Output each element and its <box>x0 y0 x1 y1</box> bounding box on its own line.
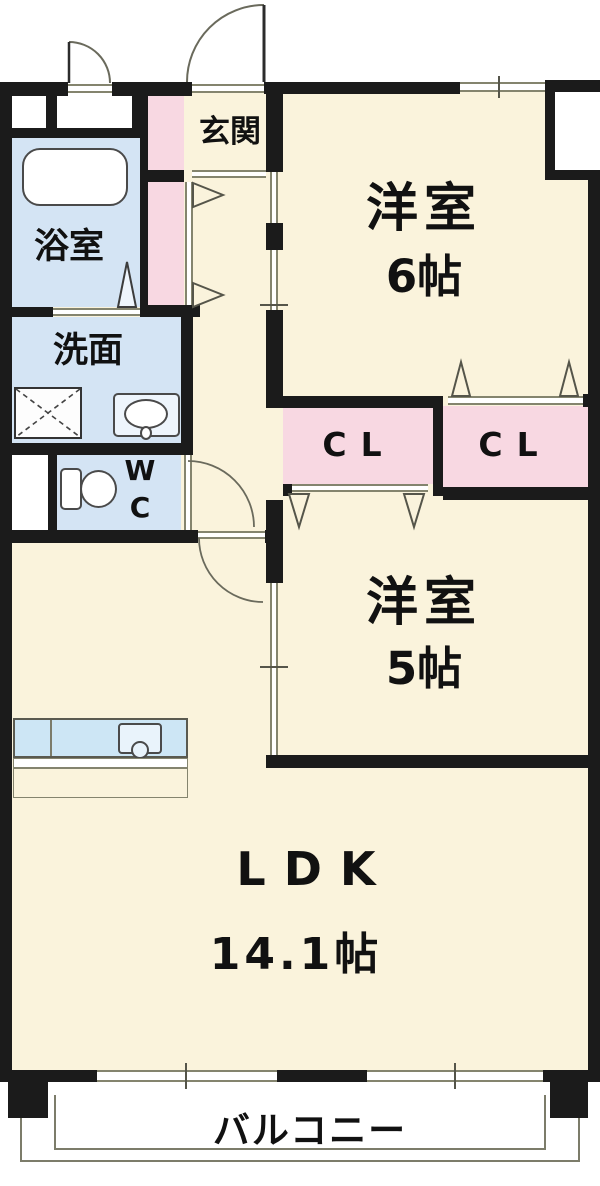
ldk-door-opening <box>198 531 265 539</box>
bedroom6-size: 6帖 <box>385 250 463 303</box>
ldk-window-left <box>97 1070 277 1082</box>
ldk-size: 14.1帖 <box>209 929 383 980</box>
bathroom-label: 浴室 <box>33 227 104 267</box>
genkan-step-line <box>192 170 266 178</box>
bedroom5-label: 洋室 <box>365 573 482 633</box>
closet-right-floor <box>443 406 588 487</box>
closet-left-top-wall <box>283 396 433 408</box>
bedroom6-door-upper <box>270 172 278 223</box>
outer-wall-bottom-a <box>0 1070 97 1082</box>
balcony-line-bottom-outer <box>20 1160 580 1162</box>
toilet-bowl-icon <box>80 470 117 508</box>
balcony-line-outer-left <box>20 1118 22 1162</box>
hall-wall-upper <box>266 82 283 172</box>
kitchen-counter-edge <box>13 758 188 768</box>
closet-left-floor <box>283 408 433 484</box>
hall-closet <box>148 182 184 305</box>
balcony-line-left <box>54 1095 56 1150</box>
meter-box-niche <box>555 92 600 170</box>
hall-closet-door-line <box>185 182 193 305</box>
outer-wall-bottom-c <box>543 1070 600 1082</box>
wc-door-opening <box>184 455 192 530</box>
storage-compartment <box>57 92 132 128</box>
entrance-threshold <box>192 84 264 93</box>
closet-left-door-line <box>292 484 428 492</box>
bedroom6-window-tick <box>498 76 500 98</box>
outer-wall-left <box>0 82 12 1082</box>
kitchen-cabinet-front <box>13 768 188 798</box>
wc-bottom-wall <box>0 530 198 543</box>
ldk-window-left-tick <box>185 1063 187 1089</box>
bathtub-icon <box>22 148 128 206</box>
washbasin-bowl-icon <box>124 399 168 429</box>
closet-right-bottom-wall <box>443 487 600 500</box>
hall-wall-mid <box>266 223 283 250</box>
ldk-label: LDK <box>236 842 394 896</box>
storage-door-threshold <box>68 84 112 93</box>
outer-wall-top-c <box>264 82 460 94</box>
bedroom6-door-tick <box>260 304 288 306</box>
wc-label-w: W <box>124 454 156 487</box>
closet-right-label: CL <box>478 425 552 464</box>
balcony-line-right <box>544 1095 546 1150</box>
outer-wall-bottom-b <box>277 1070 367 1082</box>
bedroom5-bottom-wall <box>283 755 588 768</box>
pipe-space-left <box>12 455 48 530</box>
wc-top-wall <box>12 443 181 455</box>
storage-door-arc <box>68 41 111 84</box>
bedroom5-sliding-door <box>270 583 278 755</box>
balcony-line-outer-right <box>578 1118 580 1162</box>
entrance-door-arc <box>186 4 265 83</box>
closet-right-top-nub <box>583 394 600 407</box>
closet-bottom-wall <box>140 305 200 317</box>
bedroom6-label: 洋室 <box>365 179 482 239</box>
balcony-label: バルコニー <box>212 1109 408 1152</box>
outer-wall-top-a <box>0 82 68 96</box>
bathroom-top-wall <box>12 128 148 138</box>
toilet-tank-icon <box>60 468 82 510</box>
closet-divider-wall <box>433 396 443 496</box>
kitchen-faucet-icon <box>131 741 149 759</box>
meter-box-left <box>12 92 46 128</box>
bedroom5-door-tick <box>260 666 288 668</box>
balcony-pillar-left <box>8 1082 48 1118</box>
closet-right-door-line <box>448 396 583 405</box>
closet-left-label: CL <box>322 425 396 464</box>
outer-wall-right <box>588 170 600 1082</box>
washroom-right-wall <box>181 317 193 455</box>
wc-label: W C <box>116 452 164 526</box>
bathroom-bottom-wall <box>12 307 53 317</box>
closet-left-bottom-nub <box>283 484 292 496</box>
bedroom6-window <box>460 82 545 92</box>
washroom-label: 洗面 <box>52 331 123 371</box>
kitchen-counter-divider <box>50 720 52 756</box>
compartment-divider <box>46 92 57 128</box>
shoe-cabinet-divider <box>148 170 184 182</box>
genkan-label: 玄関 <box>199 114 261 150</box>
wc-label-c: C <box>129 491 151 524</box>
bedroom5-door-nub <box>266 755 283 768</box>
balcony-line-bottom-inner <box>54 1148 546 1150</box>
ldk-window-right-tick <box>454 1063 456 1089</box>
hall-wall-lower <box>266 310 283 408</box>
compartment-right-wall <box>132 92 148 128</box>
shoe-cabinet <box>148 96 184 170</box>
washbasin-faucet-icon <box>140 426 152 440</box>
wc-left-divider <box>48 455 57 530</box>
balcony-pillar-right <box>550 1082 588 1118</box>
washing-machine-space-icon <box>14 387 82 439</box>
bathroom-right-wall <box>140 128 148 317</box>
bedroom6-door-lower <box>270 250 278 310</box>
bedroom5-size: 5帖 <box>385 642 463 695</box>
bedroom5-left-wall <box>266 500 283 583</box>
outer-wall-top-b <box>112 82 192 96</box>
bathroom-door-line <box>53 308 140 316</box>
